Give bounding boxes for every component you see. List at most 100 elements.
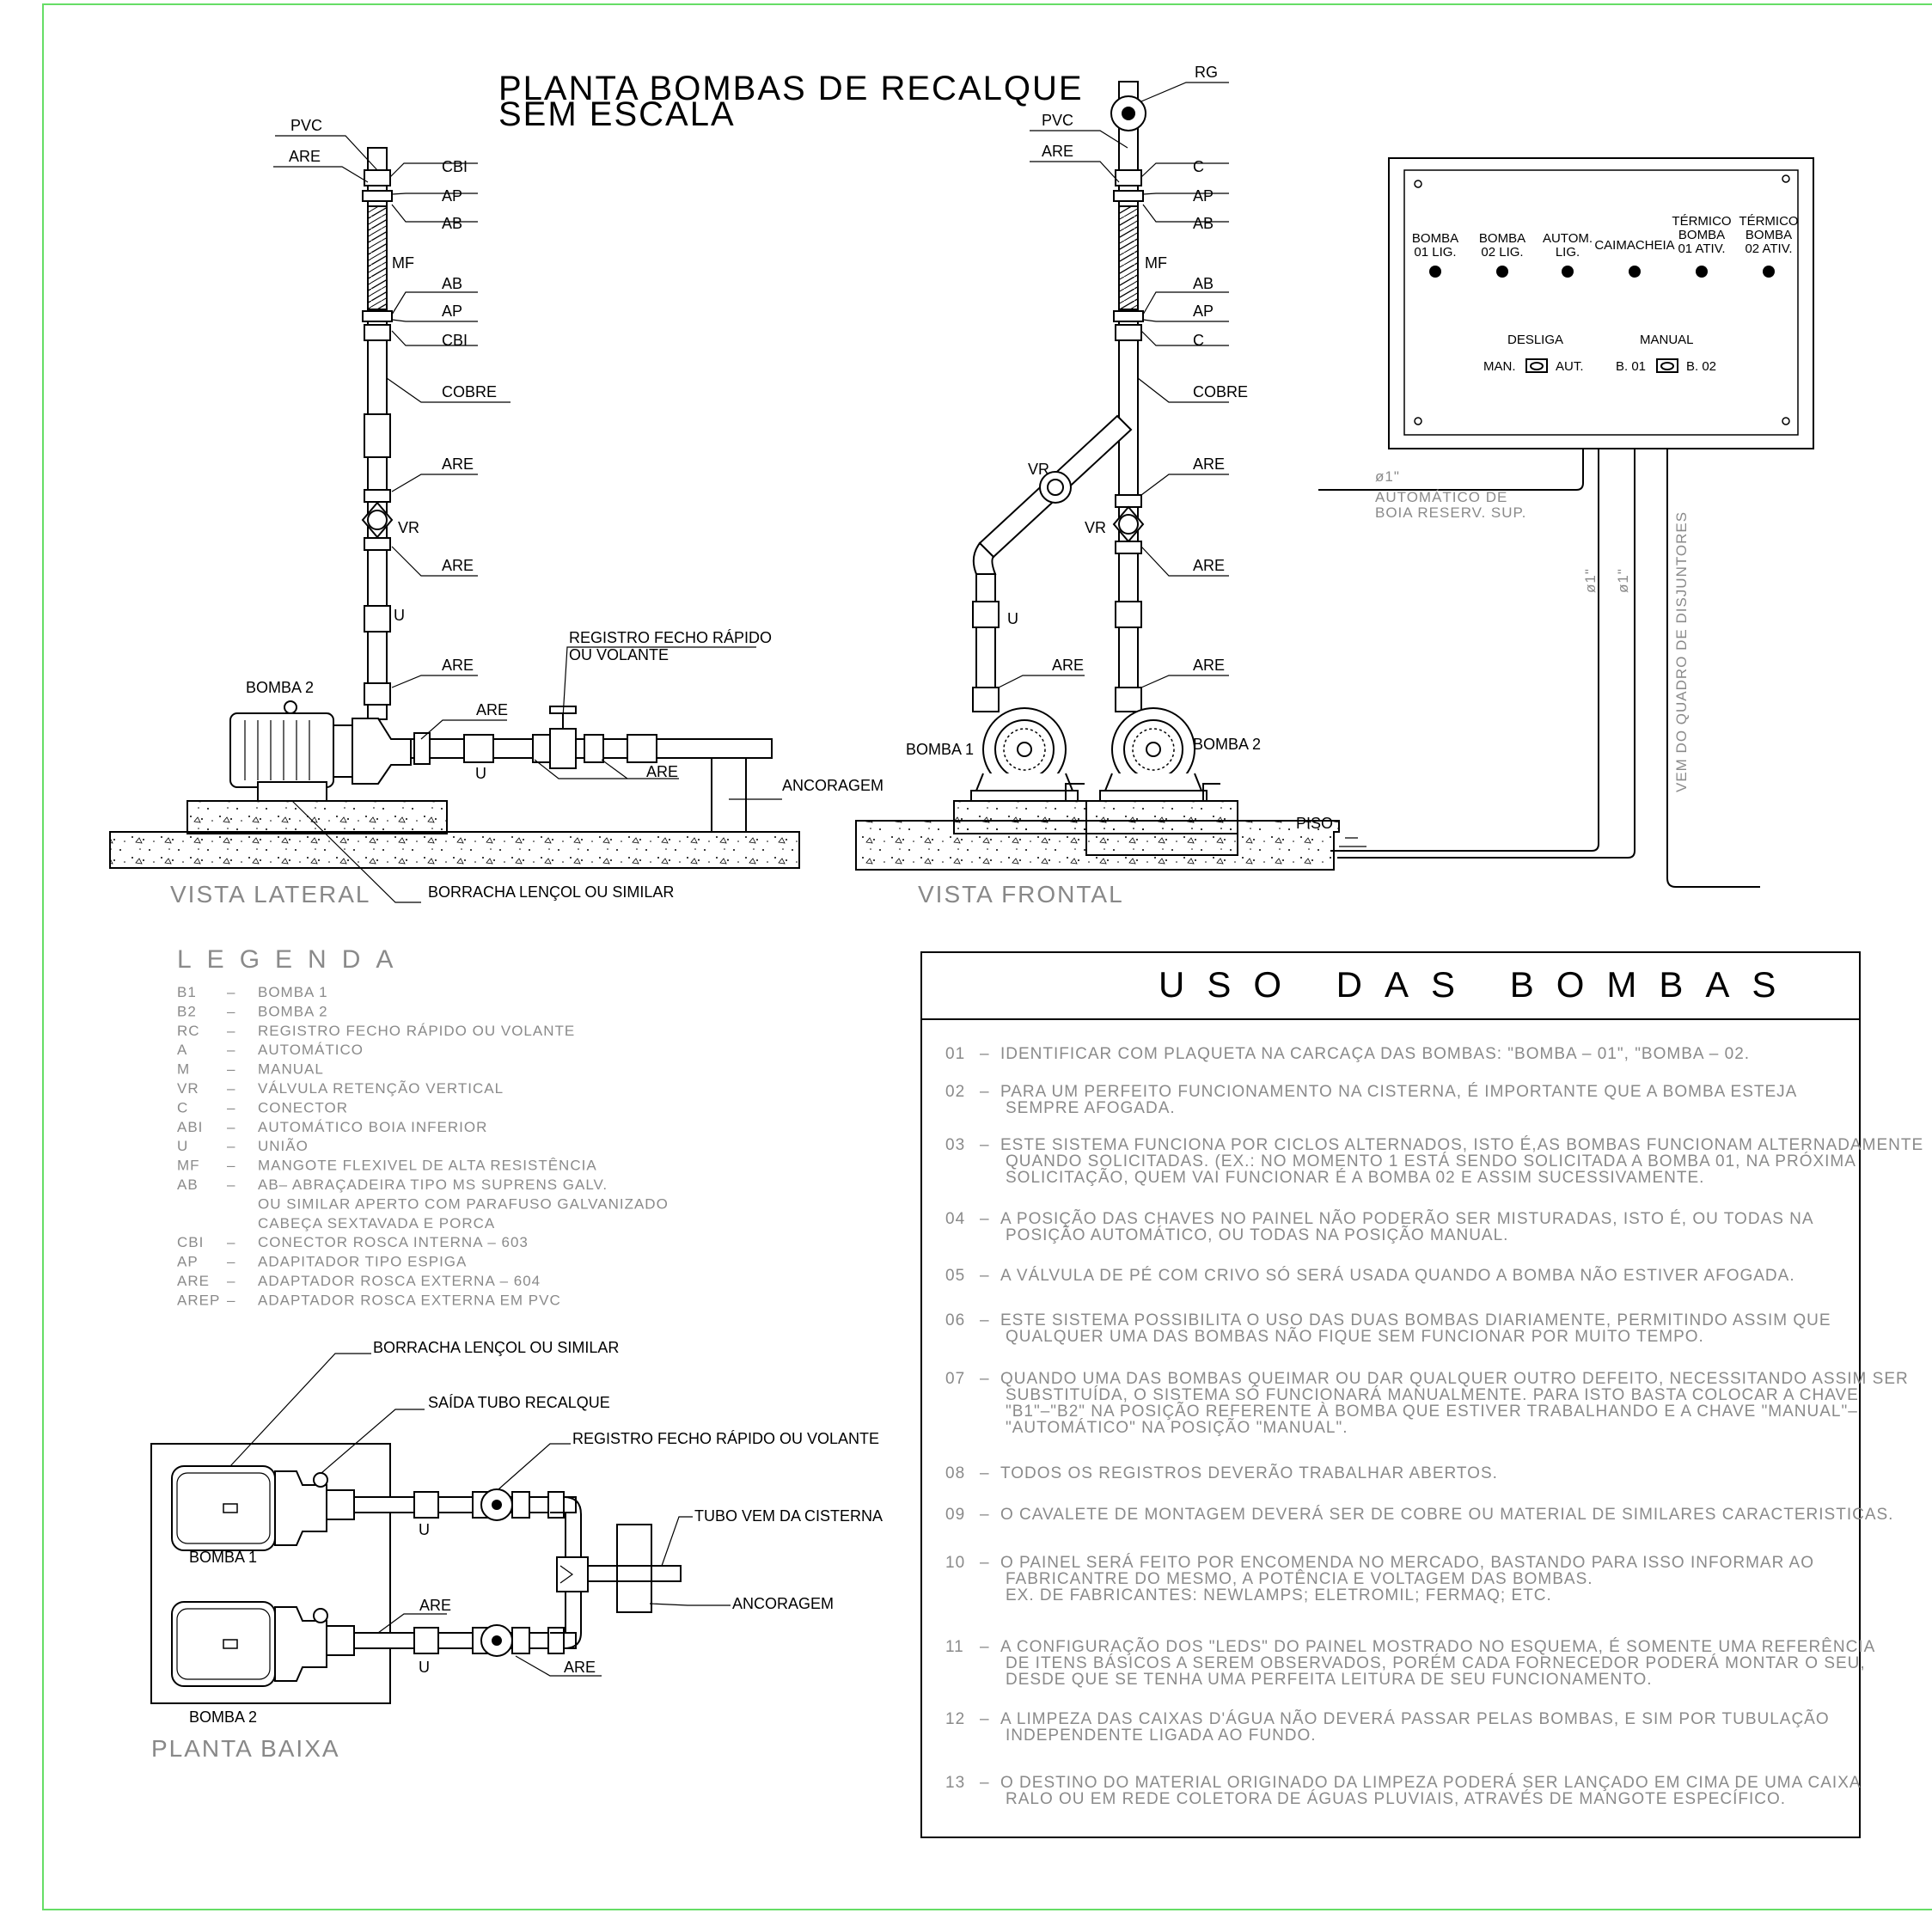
legend-desc: BOMBA 2 xyxy=(258,1003,328,1019)
led-label-5a: TÉRMICO xyxy=(1672,214,1731,229)
lat-mf: MF xyxy=(392,254,414,272)
legend-desc: ADAPITADOR TIPO ESPIGA xyxy=(258,1254,467,1270)
lat-ab1: AB xyxy=(442,215,462,232)
uso-note-line: O PAINEL SERÁ FEITO POR ENCOMENDA NO MER… xyxy=(1000,1554,1814,1572)
fr-are3: ARE xyxy=(1052,657,1084,674)
led-label-2a: BOMBA xyxy=(1479,231,1525,246)
legend-desc: AB– ABRAÇADEIRA TIPO MS SUPRENS GALV. xyxy=(258,1177,608,1193)
legend-row: OU SIMILAR APERTO COM PARAFUSO GALVANIZA… xyxy=(258,1195,669,1212)
uso-note: 07–QUANDO UMA DAS BOMBAS QUEIMAR OU DAR … xyxy=(945,1370,1909,1437)
uso-note-line: DE ITENS BÁSICOS A SEREM OBSERVADOS, POR… xyxy=(1006,1654,1866,1672)
legend-desc: BOMBA 1 xyxy=(258,984,328,1000)
legend-row: B2–BOMBA 2 xyxy=(177,1003,328,1019)
conduit-d2: ø1" xyxy=(1582,568,1599,593)
pl-u1: U xyxy=(419,1521,430,1538)
uso-note-dash: – xyxy=(980,1311,990,1329)
led-label-3b: LIG. xyxy=(1556,245,1580,260)
uso-note: 01–IDENTIFICAR COM PLAQUETA NA CARCAÇA D… xyxy=(945,1045,1749,1063)
vista-lateral xyxy=(109,135,800,903)
panel-aut: AUT. xyxy=(1556,359,1584,374)
view-lateral: VISTA LATERAL xyxy=(170,881,370,908)
uso-note: 12–A LIMPEZA DAS CAIXAS D'ÁGUA NÃO DEVER… xyxy=(945,1709,1830,1745)
uso-note-line: A CONFIGURAÇÃO DOS "LEDS" DO PAINEL MOST… xyxy=(1000,1637,1875,1656)
legend-row: RC–REGISTRO FECHO RÁPIDO OU VOLANTE xyxy=(177,1023,574,1039)
uso-title: USO DAS BOMBAS xyxy=(1159,964,1798,1005)
legend-code: CBI xyxy=(177,1234,204,1250)
lat-are5: ARE xyxy=(646,763,678,780)
fr-vr-left: VR xyxy=(1028,461,1049,478)
title-line2: SEM ESCALA xyxy=(498,95,736,133)
fr-vr-right: VR xyxy=(1085,519,1106,536)
led-label-1b: 01 LIG. xyxy=(1414,245,1456,260)
lat-u2: U xyxy=(475,765,486,782)
uso-note-number: 09 xyxy=(945,1506,965,1524)
pl-are1: ARE xyxy=(419,1597,451,1614)
uso-note-number: 06 xyxy=(945,1311,965,1329)
panel-manual: MANUAL xyxy=(1640,333,1694,347)
uso-note: 11–A CONFIGURAÇÃO DOS "LEDS" DO PAINEL M… xyxy=(945,1637,1875,1689)
led-bomba01 xyxy=(1429,266,1441,278)
led-label-6a: TÉRMICO xyxy=(1739,214,1798,229)
legend-dash: – xyxy=(227,1061,235,1078)
lat-are2: ARE xyxy=(442,557,474,574)
lat-are1: ARE xyxy=(442,455,474,473)
led-caimacheia xyxy=(1629,266,1641,278)
legend-code: C xyxy=(177,1099,188,1115)
fr-bomba2: BOMBA 2 xyxy=(1193,736,1261,753)
fr-piso: PISO xyxy=(1296,815,1333,832)
uso-note-line: QUANDO UMA DAS BOMBAS QUEIMAR OU DAR QUA… xyxy=(1000,1370,1909,1388)
fr-are1: ARE xyxy=(1193,455,1225,473)
fr-pvc: PVC xyxy=(1042,112,1073,129)
lat-borracha: BORRACHA LENÇOL OU SIMILAR xyxy=(428,883,674,901)
led-label-1a: BOMBA xyxy=(1412,231,1458,246)
uso-note-number: 11 xyxy=(945,1638,964,1656)
legend-row: AP–ADAPITADOR TIPO ESPIGA xyxy=(177,1254,467,1270)
led-label-5c: 01 ATIV. xyxy=(1678,241,1725,256)
uso-note-number: 08 xyxy=(945,1464,965,1482)
legend-code: AP xyxy=(177,1254,199,1270)
legend-row: AB–AB– ABRAÇADEIRA TIPO MS SUPRENS GALV. xyxy=(177,1177,608,1193)
legend-desc: CONECTOR ROSCA INTERNA – 603 xyxy=(258,1234,529,1250)
led-label-3a: AUTOM. xyxy=(1543,231,1593,246)
pl-saida: SAÍDA TUBO RECALQUE xyxy=(428,1394,610,1411)
legend-desc: MANGOTE FLEXIVEL DE ALTA RESISTÊNCIA xyxy=(258,1158,597,1174)
fr-ap1: AP xyxy=(1193,187,1214,205)
uso-note-line: O DESTINO DO MATERIAL ORIGINADO DA LIMPE… xyxy=(1000,1774,1862,1792)
uso-note-line: RALO OU EM REDE COLETORA DE ÁGUAS PLUVIA… xyxy=(1006,1790,1786,1808)
fr-ab2: AB xyxy=(1193,275,1214,292)
led-label-2b: 02 LIG. xyxy=(1481,245,1523,260)
led-bomba02 xyxy=(1496,266,1508,278)
uso-note-dash: – xyxy=(980,1045,990,1063)
legend-desc: ADAPTADOR ROSCA EXTERNA – 604 xyxy=(258,1273,541,1289)
legend-desc: AUTOMÁTICO BOIA INFERIOR xyxy=(258,1119,487,1135)
legend-code: U xyxy=(177,1138,188,1154)
uso-note-line: A VÁLVULA DE PÉ COM CRIVO SÓ SERÁ USADA … xyxy=(1000,1266,1795,1285)
uso-note-dash: – xyxy=(980,1370,990,1388)
legend-row: U–UNIÃO xyxy=(177,1138,309,1154)
uso-note-line: "B1"–"B2" NA POSIÇÃO REFERENTE À BOMBA Q… xyxy=(1006,1402,1858,1421)
legend-desc: CABEÇA SEXTAVADA E PORCA xyxy=(258,1215,495,1232)
legend-desc: OU SIMILAR APERTO COM PARAFUSO GALVANIZA… xyxy=(258,1195,669,1212)
fr-rg: RG xyxy=(1195,64,1218,81)
uso-note-line: SUBSTITUÍDA, O SISTEMA SÓ FUNCIONARÁ MAN… xyxy=(1006,1385,1859,1404)
uso-note-line: PARA UM PERFEITO FUNCIONAMENTO NA CISTER… xyxy=(1000,1083,1797,1101)
uso-note-number: 13 xyxy=(945,1774,965,1792)
uso-note-line: ESTE SISTEMA POSSIBILITA O USO DAS DUAS … xyxy=(1000,1311,1831,1329)
uso-note-line: A POSIÇÃO DAS CHAVES NO PAINEL NÃO PODER… xyxy=(1000,1209,1814,1228)
uso-note-dash: – xyxy=(980,1638,990,1656)
pl-tubo: TUBO VEM DA CISTERNA xyxy=(694,1507,883,1525)
uso-box xyxy=(920,951,1861,1838)
legend-desc: VÁLVULA RETENÇÃO VERTICAL xyxy=(258,1080,504,1097)
uso-note-number: 07 xyxy=(945,1370,965,1388)
uso-note: 05–A VÁLVULA DE PÉ COM CRIVO SÓ SERÁ USA… xyxy=(945,1266,1795,1285)
uso-note: 13–O DESTINO DO MATERIAL ORIGINADO DA LI… xyxy=(945,1774,1862,1808)
legend-desc: UNIÃO xyxy=(258,1138,309,1154)
led-label-6c: 02 ATIV. xyxy=(1745,241,1792,256)
uso-note-line: A LIMPEZA DAS CAIXAS D'ÁGUA NÃO DEVERÁ P… xyxy=(1000,1709,1830,1728)
legend-dash: – xyxy=(227,1099,235,1115)
legend-title: LEGENDA xyxy=(177,945,408,974)
uso-note: 10–O PAINEL SERÁ FEITO POR ENCOMENDA NO … xyxy=(945,1554,1814,1604)
legend-row: VR–VÁLVULA RETENÇÃO VERTICAL xyxy=(177,1080,504,1097)
fr-c2: C xyxy=(1193,332,1204,349)
